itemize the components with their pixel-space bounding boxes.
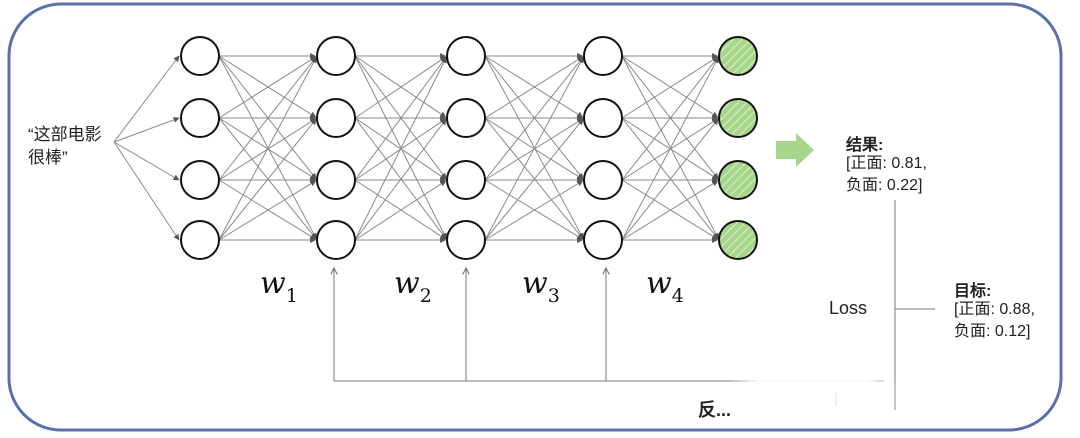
- output-arrow: [776, 133, 814, 167]
- layer-edge: [218, 55, 317, 180]
- layer-edge: [484, 117, 584, 240]
- neuron-node: [446, 220, 486, 260]
- layer-edge: [354, 55, 447, 240]
- neuron-node: [180, 36, 220, 76]
- layer-edge: [218, 179, 317, 240]
- layer-edge: [484, 180, 584, 241]
- result-title: 结果:: [846, 137, 884, 154]
- layer-edge: [621, 180, 719, 241]
- neuron-node: [180, 220, 220, 260]
- target-line-positive: [正面: 0.88,: [954, 301, 1035, 318]
- neuron-node: [316, 160, 356, 200]
- layer-edge: [621, 55, 719, 240]
- loss-label: Loss: [829, 298, 868, 318]
- neuron-node: [446, 160, 486, 200]
- neuron-node: [180, 160, 220, 200]
- output-node: [718, 36, 758, 76]
- layer-edge: [218, 56, 317, 119]
- layer-edge: [354, 56, 447, 241]
- input-edge: [113, 141, 180, 181]
- output-node: [718, 220, 758, 260]
- blurred-region: [728, 378, 898, 420]
- target-values: [正面: 0.88, 负面: 0.12]: [954, 299, 1035, 343]
- neuron-node: [316, 36, 356, 76]
- target-line-negative: 负面: 0.12]: [954, 323, 1031, 340]
- network-nodes: [180, 36, 758, 260]
- weight-symbol: w: [394, 266, 420, 301]
- neuron-node: [446, 98, 486, 138]
- layer-edge: [484, 179, 584, 240]
- layer-edge: [621, 118, 719, 241]
- neuron-node: [180, 98, 220, 138]
- weight-label-4: w4: [646, 266, 684, 307]
- layer-edge: [354, 56, 447, 119]
- neuron-node: [583, 98, 623, 138]
- weight-subscript: 4: [671, 285, 684, 307]
- layer-edge: [354, 55, 447, 118]
- input-edge: [113, 55, 180, 143]
- layer-edge: [218, 56, 317, 241]
- layer-edge: [621, 179, 719, 240]
- result-line-negative: 负面: 0.22]: [846, 177, 923, 194]
- layer-edge: [484, 56, 584, 119]
- layer-edge: [354, 118, 447, 241]
- target-title: 目标:: [954, 283, 992, 300]
- neuron-node: [583, 220, 623, 260]
- backprop-label: 反...: [698, 400, 732, 420]
- layer-edge: [484, 55, 584, 180]
- weight-subscript: 1: [285, 285, 298, 307]
- layer-edge: [218, 117, 317, 240]
- layer-edge: [354, 180, 447, 241]
- weight-label-3: w3: [522, 266, 560, 307]
- weight-symbol: w: [522, 266, 548, 301]
- output-node: [718, 160, 758, 200]
- weight-label-1: w1: [260, 266, 298, 307]
- layer-edge: [218, 55, 317, 240]
- loss-connector: [894, 200, 935, 410]
- network-connections: [113, 53, 719, 243]
- weight-subscript: 3: [547, 285, 560, 307]
- neuron-node: [316, 98, 356, 138]
- layer-edge: [218, 55, 317, 118]
- diagram-frame: [7, 2, 1063, 432]
- weight-symbol: w: [646, 266, 672, 301]
- layer-edge: [621, 55, 719, 118]
- layer-edge: [484, 118, 584, 241]
- neuron-node: [316, 220, 356, 260]
- neuron-node: [446, 36, 486, 76]
- layer-edge: [354, 179, 447, 240]
- layer-edge: [218, 56, 317, 181]
- layer-edge: [484, 55, 584, 118]
- layer-edge: [621, 117, 719, 240]
- result-values: [正面: 0.81, 负面: 0.22]: [846, 153, 927, 197]
- layer-edge: [218, 180, 317, 241]
- input-sentence: “这部电影很棒”: [28, 125, 102, 167]
- layer-edge: [484, 56, 584, 181]
- layer-edge: [621, 55, 719, 180]
- layer-edge: [484, 55, 584, 240]
- layer-edge: [621, 56, 719, 181]
- weight-label-2: w2: [394, 266, 432, 307]
- layer-edge: [218, 118, 317, 241]
- layer-edge: [354, 117, 447, 240]
- neuron-node: [583, 160, 623, 200]
- layer-edge: [354, 56, 447, 181]
- weight-symbol: w: [260, 266, 286, 301]
- layer-edge: [354, 55, 447, 180]
- layer-edge: [621, 56, 719, 241]
- layer-edge: [621, 56, 719, 119]
- neuron-node: [583, 36, 623, 76]
- result-line-positive: [正面: 0.81,: [846, 155, 927, 172]
- input-edge: [113, 117, 180, 143]
- layer-edge: [484, 56, 584, 241]
- input-edge: [113, 141, 180, 241]
- weight-subscript: 2: [419, 285, 432, 307]
- output-node: [718, 98, 758, 138]
